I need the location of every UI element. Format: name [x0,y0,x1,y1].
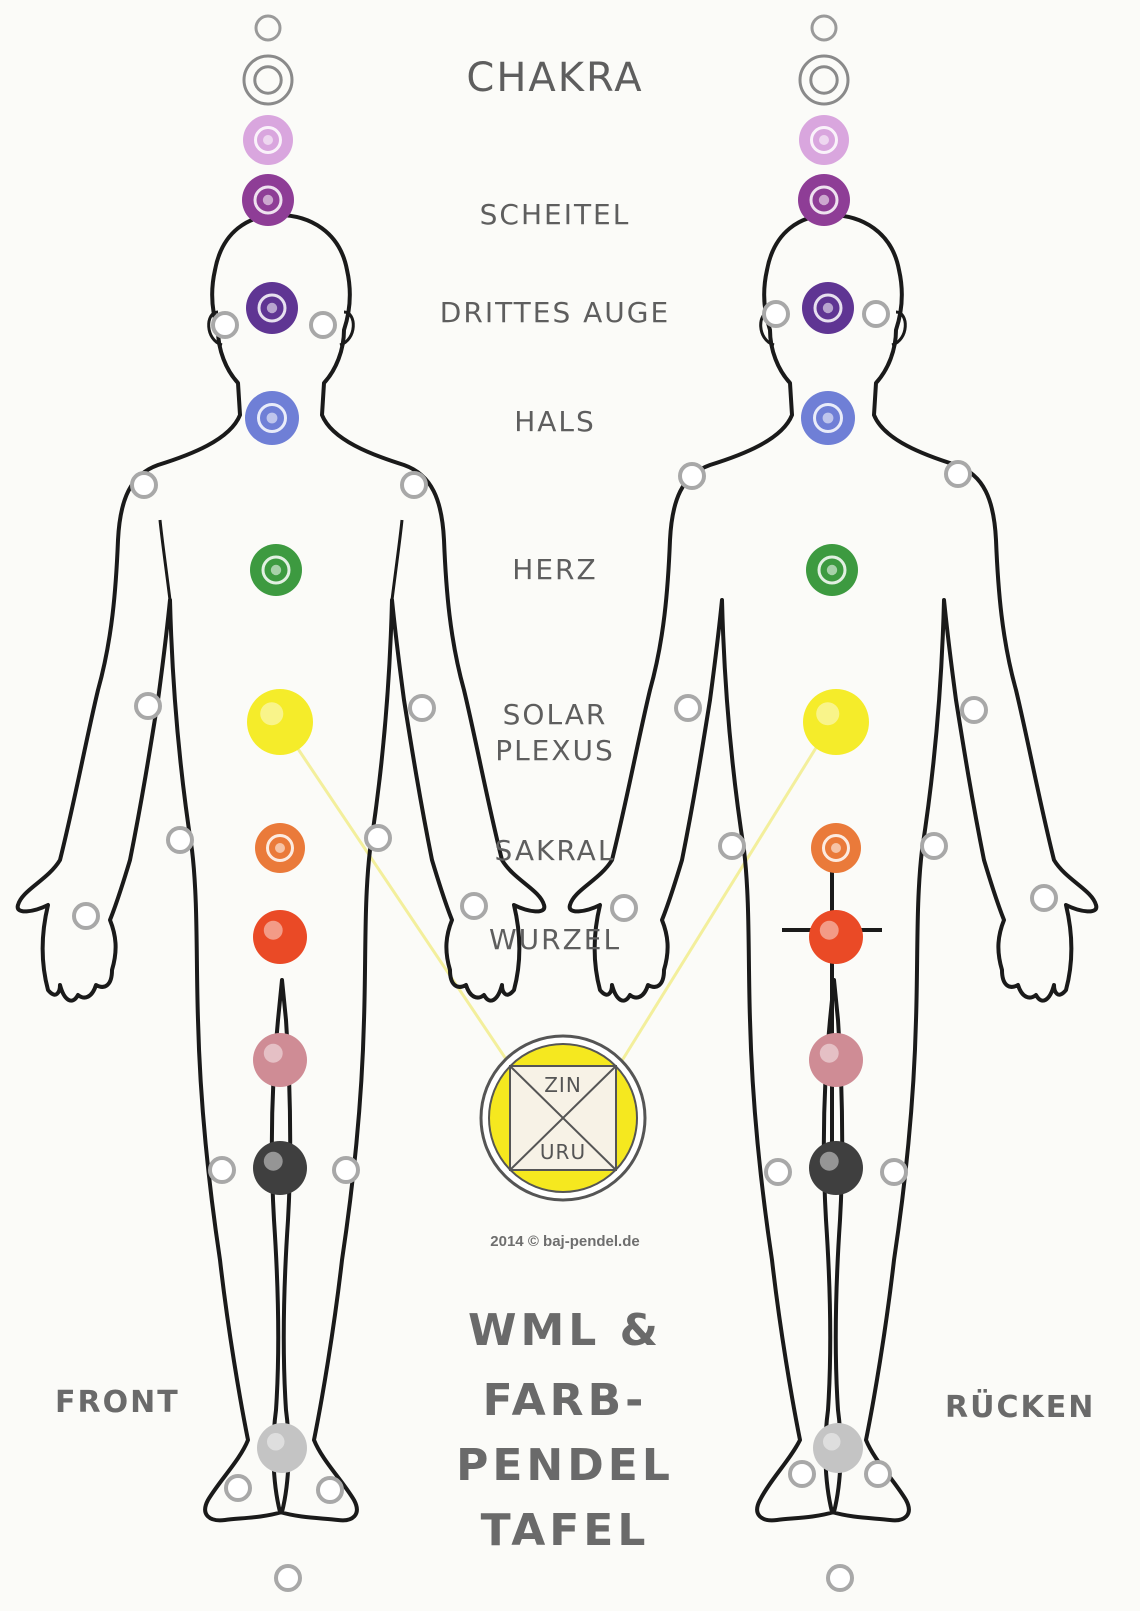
back-chakra-wurzel [809,910,863,964]
back-chakra-hals [801,391,855,445]
front-point-below [276,1566,300,1590]
board-title-line-1: WML & [430,1305,700,1356]
front-point-hand-left [74,904,98,928]
back-chakra-above-1 [799,115,849,165]
back-chakra-above-3 [812,16,836,40]
back-point-hand-right [1032,886,1056,910]
chart-title: CHAKRA [430,55,680,101]
back-point-forearm-left [720,834,744,858]
front-point-ankle-left [226,1476,250,1500]
front-point-forearm-left [168,828,192,852]
back-point-knee-left [766,1160,790,1184]
back-point-ankle-left [790,1462,814,1486]
label-drittes-auge: DRITTES AUGE [420,296,690,329]
front-point-knee-right [334,1158,358,1182]
back-point-shoulder-right [946,462,970,486]
back-point-elbow-right [962,698,986,722]
label-solar: SOLAR [430,698,680,731]
front-point-hand-right [462,894,486,918]
front-point-forearm-right [366,826,390,850]
front-arm-inner-right [392,520,402,600]
back-point-ear-right [864,302,888,326]
front-chakra-knee-upper [253,1033,307,1087]
board-title-line-4: TAFEL [430,1505,700,1556]
pendulum-disc [481,1036,645,1200]
front-chakra-hals [245,391,299,445]
back-point-hand-left [612,896,636,920]
front-chakra-above-1 [243,115,293,165]
disc-label-bottom: URU [523,1140,603,1164]
back-point-below [828,1566,852,1590]
back-chakra-feet [813,1423,863,1473]
front-point-ear-right [311,313,335,337]
label-wurzel: WURZEL [430,923,680,956]
back-point-ankle-right [866,1462,890,1486]
back-chakra-scheitel [798,174,850,226]
back-chakra-knee-upper [809,1033,863,1087]
front-chakra-solar-plexus [247,689,313,755]
pendulum-line-back [610,722,832,1080]
front-chakra-above-3 [256,16,280,40]
front-chakra-knee [253,1141,307,1195]
view-label-front: FRONT [55,1385,180,1420]
label-plexus: PLEXUS [430,734,680,767]
front-point-shoulder-left [132,473,156,497]
back-chakra-above-2 [800,56,848,104]
front-chakra-feet [257,1423,307,1473]
board-title-line-2: FARB- [430,1375,700,1426]
back-point-knee-right [882,1160,906,1184]
copyright: 2014 © baj-pendel.de [440,1233,690,1250]
back-point-forearm-right [922,834,946,858]
front-point-shoulder-right [402,473,426,497]
back-chakra-knee [809,1141,863,1195]
back-chakra-solar-plexus [803,689,869,755]
back-point-ear-left [764,302,788,326]
label-hals: HALS [430,405,680,438]
front-chakra-drittes-auge [246,282,298,334]
front-chakra-scheitel [242,174,294,226]
front-chakra-above-2 [244,56,292,104]
board-title-line-3: PENDEL [430,1440,700,1491]
view-label-back: RÜCKEN [945,1390,1095,1425]
front-point-knee-left [210,1158,234,1182]
back-chakra-sakral [811,823,861,873]
front-chakra-sakral [255,823,305,873]
front-point-ear-left [213,313,237,337]
label-herz: HERZ [430,553,680,586]
front-chakra-herz [250,544,302,596]
back-chakra-drittes-auge [802,282,854,334]
disc-label-top: ZIN [523,1073,603,1097]
front-chakra-wurzel [253,910,307,964]
label-scheitel: SCHEITEL [430,198,680,231]
label-sakral: SAKRAL [430,834,680,867]
back-point-shoulder-left [680,464,704,488]
front-point-elbow-left [136,694,160,718]
front-point-ankle-right [318,1478,342,1502]
front-arm-inner-left [160,520,170,600]
back-chakra-herz [806,544,858,596]
